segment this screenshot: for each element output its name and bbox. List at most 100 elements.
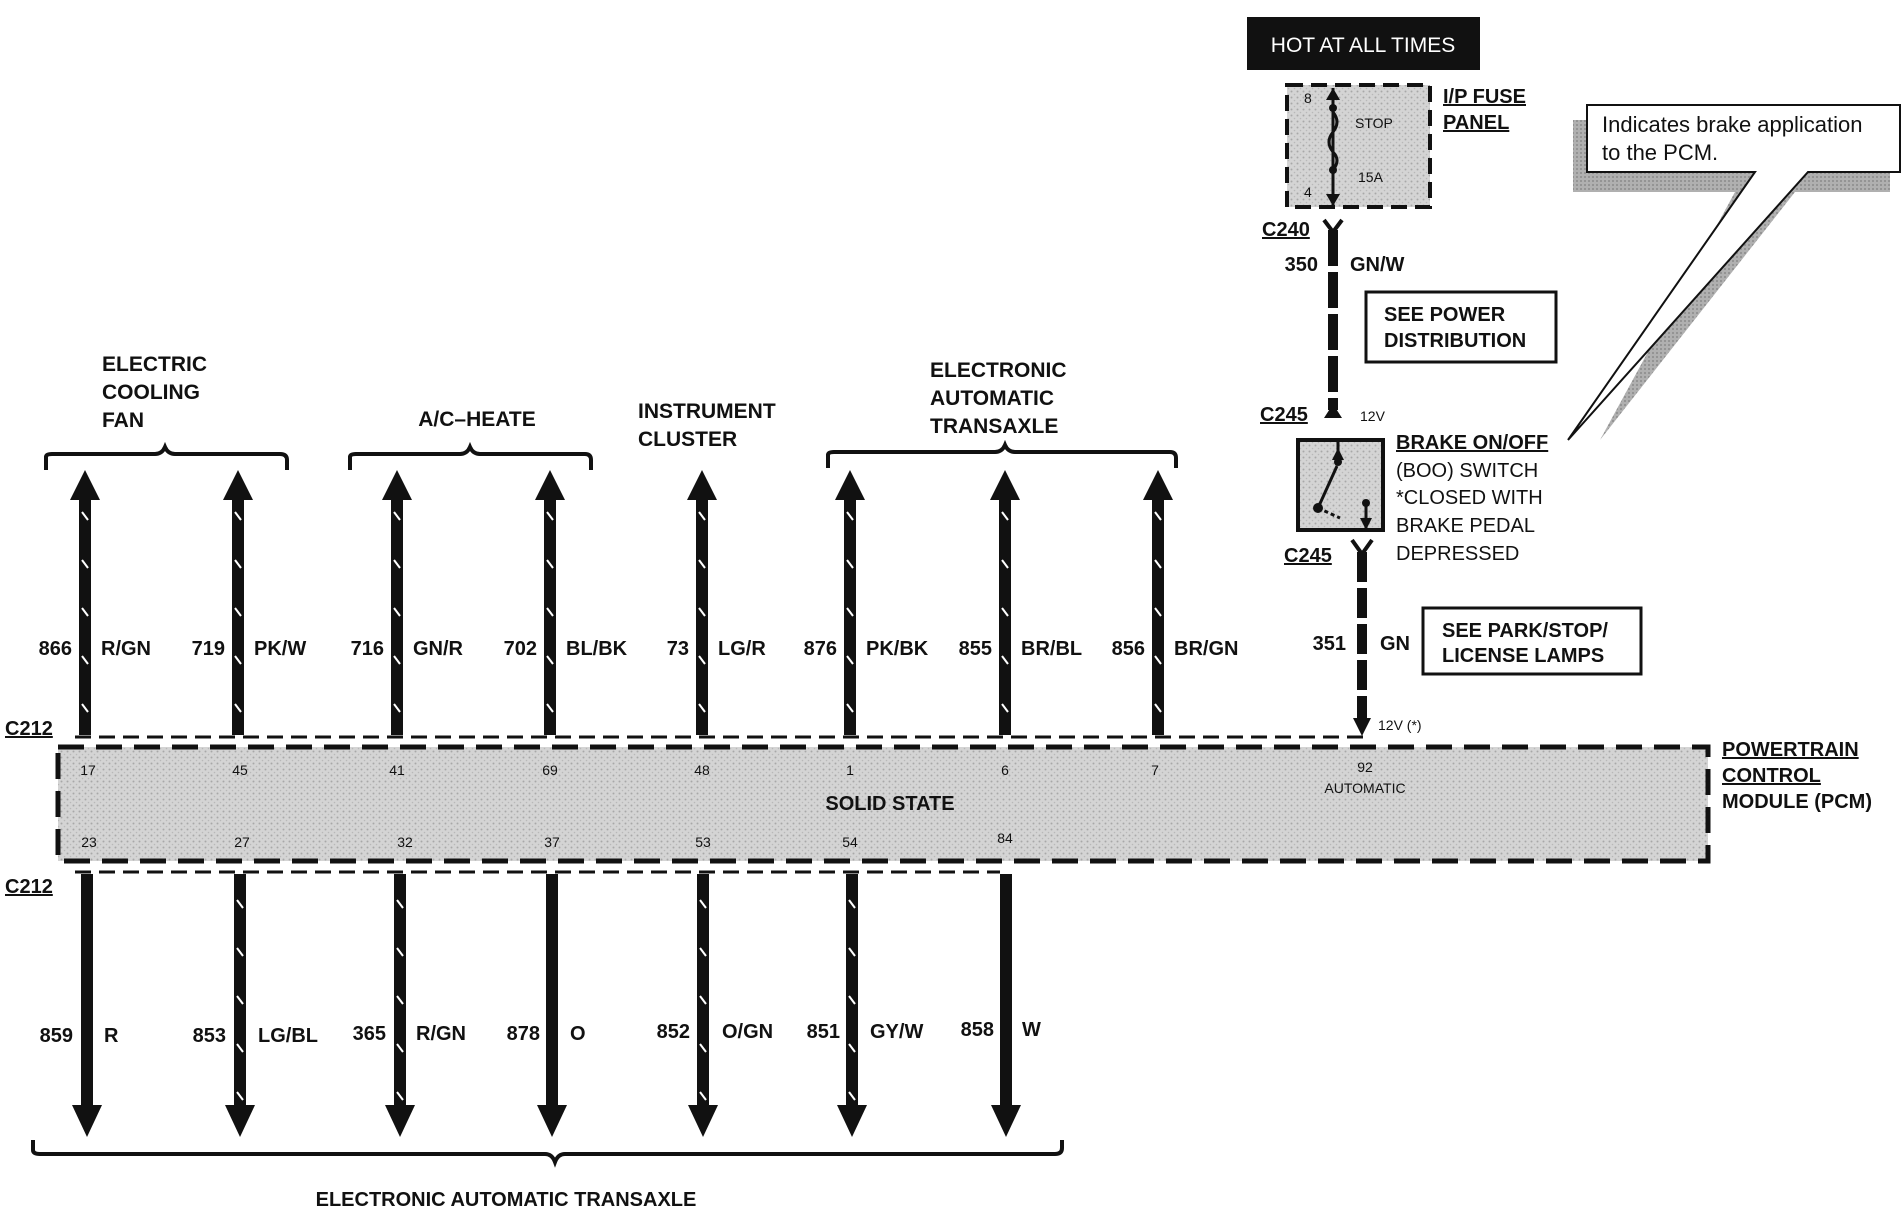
- bottom-wire-pin: 32: [397, 834, 413, 850]
- top-wire-pin: 48: [694, 762, 710, 778]
- top-wire-circuit: 856: [1112, 638, 1145, 660]
- fuse-panel-label-1: I/P FUSE: [1443, 86, 1526, 108]
- bottom-wire-pin: 54: [842, 834, 858, 850]
- volt-bottom: 12V (*): [1378, 717, 1422, 733]
- bottom-wire-color: R/GN: [416, 1023, 466, 1045]
- see-park-line-1: SEE PARK/STOP/: [1442, 620, 1608, 642]
- top-wire-circuit: 866: [39, 638, 72, 660]
- top-wire-circuit: 855: [959, 638, 992, 660]
- brake-switch-label-2: (BOO) SWITCH: [1396, 460, 1538, 482]
- pcm-name-line-1: POWERTRAIN: [1722, 739, 1859, 761]
- bottom-wire-color: W: [1022, 1019, 1041, 1041]
- top-wire-circuit: 73: [667, 638, 689, 660]
- pcm-pin-92-label: AUTOMATIC: [1324, 780, 1405, 796]
- bottom-wire-circuit: 878: [507, 1023, 540, 1045]
- see-power-line-2: DISTRIBUTION: [1384, 330, 1526, 352]
- callout-balloon: Indicates brake application to the PCM.: [1567, 104, 1901, 441]
- see-park-line-2: LICENSE LAMPS: [1442, 645, 1604, 667]
- volt-top: 12V: [1360, 408, 1386, 424]
- bottom-wire: 852 O/GN 53: [657, 834, 773, 1137]
- group-bottom-transaxle: ELECTRONIC AUTOMATIC TRANSAXLE: [31, 1140, 1064, 1211]
- top-wire-pin: 6: [1001, 762, 1009, 778]
- bottom-wire: 858 W 84: [961, 830, 1041, 1137]
- bottom-wire-pin: 53: [695, 834, 711, 850]
- bottom-wire-circuit: 859: [40, 1025, 73, 1047]
- top-wire-color: BL/BK: [566, 638, 628, 660]
- top-wire-pin: 7: [1151, 762, 1159, 778]
- bottom-wire: 878 O 37: [507, 834, 586, 1137]
- bottom-wire: 853 LG/BL 27: [193, 834, 318, 1137]
- bottom-wire-color: O/GN: [722, 1021, 773, 1043]
- connector-c212-bottom: C212: [5, 876, 53, 898]
- brake-switch-label-5: DEPRESSED: [1396, 543, 1519, 565]
- fuse-panel-label-2: PANEL: [1443, 112, 1509, 134]
- top-wire: 73 LG/R 48: [667, 470, 766, 778]
- group-label-line: ELECTRIC: [102, 353, 207, 376]
- bottom-wire-color: R: [104, 1025, 119, 1047]
- bottom-wire: 851 GY/W 54: [807, 834, 923, 1137]
- connector-c245-bottom: C245: [1284, 545, 1332, 567]
- top-wire-pin: 1: [846, 762, 854, 778]
- bottom-wires: 859 R 23 853 LG/BL 27 365 R/GN 32 878 O …: [40, 830, 1041, 1137]
- top-wire-pin: 45: [232, 762, 248, 778]
- group-cooling-fan: ELECTRIC COOLING FAN: [44, 353, 289, 470]
- top-wire: 716 GN/R 41: [351, 470, 464, 778]
- top-wire-pin: 17: [80, 762, 96, 778]
- bottom-wire: 859 R 23: [40, 834, 119, 1137]
- fuse-pin-top: 8: [1304, 90, 1312, 106]
- top-wire-color: BR/GN: [1174, 638, 1238, 660]
- brake-switch-label-1: BRAKE ON/OFF: [1396, 432, 1548, 454]
- bottom-wire-pin: 27: [234, 834, 250, 850]
- fuse-panel-box: [1285, 83, 1432, 209]
- top-wire-color: PK/W: [254, 638, 306, 660]
- bottom-wire-pin: 23: [81, 834, 97, 850]
- switch-contact-icon: [1316, 465, 1339, 509]
- top-wire-circuit: 719: [192, 638, 225, 660]
- group-instrument-cluster: INSTRUMENT CLUSTER: [638, 400, 776, 451]
- top-wire-color: LG/R: [718, 638, 766, 660]
- power-circuit: HOT AT ALL TIMES 8 4 STOP 15A I/P FUSE P…: [1247, 17, 1643, 736]
- top-wire-circuit: 716: [351, 638, 384, 660]
- see-power-line-1: SEE POWER: [1384, 304, 1506, 326]
- bottom-wire-pin: 37: [544, 834, 560, 850]
- group-label-line: AUTOMATIC: [930, 387, 1054, 410]
- top-wire: 856 BR/GN 7: [1112, 470, 1238, 778]
- bottom-wire-color: GY/W: [870, 1021, 923, 1043]
- fuse-icon: [1327, 111, 1339, 171]
- pcm-module: SOLID STATE 92 AUTOMATIC POWERTRAIN CONT…: [55, 739, 1872, 864]
- fuse-pin-bottom: 4: [1304, 184, 1312, 200]
- color-351: GN: [1380, 633, 1410, 655]
- pcm-center-label: SOLID STATE: [825, 793, 954, 815]
- bottom-wire-circuit: 853: [193, 1025, 226, 1047]
- group-label-line: A/C–HEATE: [418, 408, 535, 431]
- pcm-name-line-2: CONTROL: [1722, 765, 1821, 787]
- top-wire-pin: 69: [542, 762, 558, 778]
- connector-c240: C240: [1262, 219, 1310, 241]
- group-label-line: COOLING: [102, 381, 200, 404]
- fuse-name: STOP: [1355, 115, 1393, 131]
- top-wires: 866 R/GN 17 719 PK/W 45 716 GN/R 41 702 …: [39, 470, 1238, 778]
- top-wire-color: BR/BL: [1021, 638, 1082, 660]
- callout-line-1: Indicates brake application: [1602, 112, 1863, 137]
- bottom-wire-circuit: 852: [657, 1021, 690, 1043]
- top-wire-color: PK/BK: [866, 638, 929, 660]
- group-electronic-transaxle: ELECTRONIC AUTOMATIC TRANSAXLE: [826, 359, 1178, 468]
- group-label-line: INSTRUMENT: [638, 400, 776, 423]
- fuse-rating: 15A: [1358, 169, 1384, 185]
- color-350: GN/W: [1350, 254, 1405, 276]
- group-label-line: FAN: [102, 409, 144, 432]
- group-label-line: ELECTRONIC: [930, 359, 1067, 382]
- hot-at-all-times-box: [1247, 17, 1480, 70]
- top-wire: 719 PK/W 45: [192, 470, 306, 778]
- connector-c245-top: C245: [1260, 404, 1308, 426]
- hot-at-all-times-label: HOT AT ALL TIMES: [1271, 34, 1455, 57]
- bottom-group-label: ELECTRONIC AUTOMATIC TRANSAXLE: [316, 1189, 697, 1211]
- bottom-wire-pin: 84: [997, 830, 1013, 846]
- bottom-wire-color: O: [570, 1023, 586, 1045]
- circuit-351: 351: [1313, 633, 1346, 655]
- brake-switch-label-4: BRAKE PEDAL: [1396, 515, 1535, 537]
- top-wire-pin: 41: [389, 762, 405, 778]
- top-wire: 702 BL/BK 69: [504, 470, 628, 778]
- connector-c212-top: C212: [5, 718, 53, 740]
